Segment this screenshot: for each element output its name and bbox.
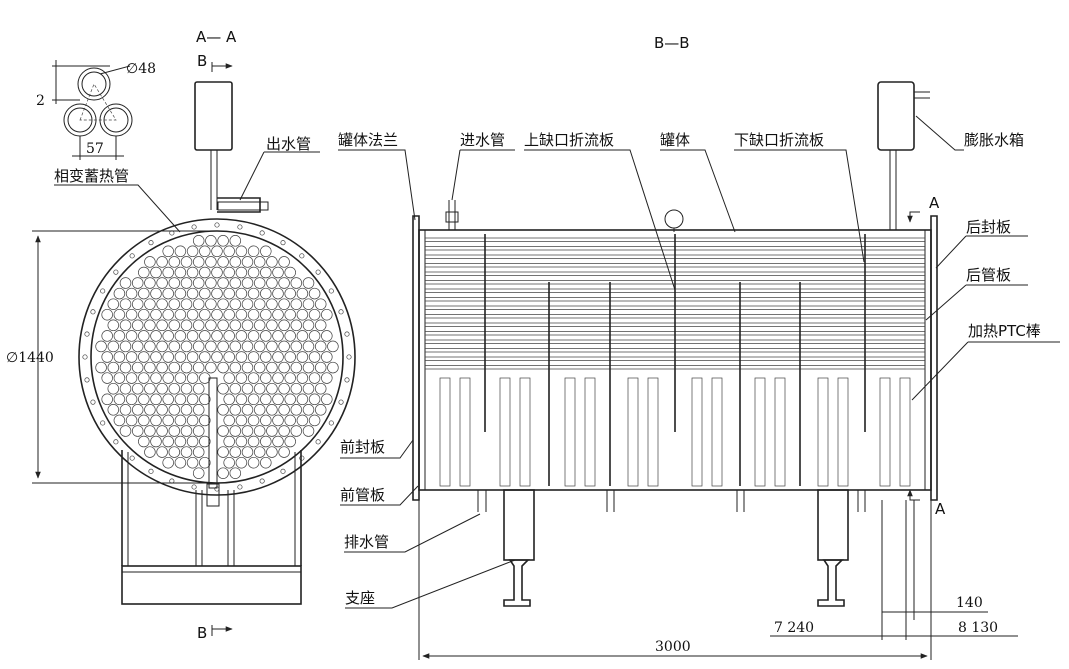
label-rear-cover: 后封板	[966, 218, 1011, 236]
label-outlet-pipe: 出水管	[266, 135, 311, 153]
dim-gap: 2	[36, 93, 45, 109]
dim-140: 140	[956, 595, 983, 611]
leader-support	[345, 559, 516, 609]
section-mark-a-top: A	[929, 194, 940, 212]
leader-rear-tube-plate	[925, 284, 1028, 321]
leader-ptc-rod	[911, 341, 1060, 401]
bb-small-dim-lines	[770, 611, 1018, 637]
bb-pressure-gauge	[664, 209, 684, 229]
leader-tank-flange	[338, 149, 416, 221]
bb-riser	[889, 150, 897, 230]
bb-inlet-pipe	[445, 200, 459, 230]
section-mark-a-bottom: A	[935, 500, 946, 518]
aa-flange-ring	[78, 218, 356, 496]
dim-tank-diameter: ∅1440	[6, 350, 54, 366]
leader-outlet-pipe	[239, 151, 320, 201]
dim-7-240: 7 240	[774, 620, 814, 636]
section-view-bb: B—B A A	[338, 34, 1060, 660]
label-rear-tube-plate: 后管板	[966, 266, 1011, 284]
aa-tube-bundle	[95, 235, 339, 479]
leader-tank-body	[660, 149, 736, 233]
dim-length: 3000	[655, 639, 691, 655]
label-phase-change-tubes: 相变蓄热管	[54, 167, 129, 185]
label-tank-flange: 罐体法兰	[338, 131, 398, 149]
leader-upper-baffle	[524, 149, 676, 291]
bb-rear-cover	[930, 215, 938, 501]
bb-len-ext-lines	[418, 500, 932, 660]
section-view-aa: A— A B B ∅48 2 57 相变蓄热管 出水管	[6, 28, 356, 642]
section-arrow-a-bottom	[907, 489, 920, 501]
view-title-aa: A— A	[196, 28, 237, 46]
bb-supports	[503, 489, 849, 607]
leader-front-tube-plate	[340, 485, 419, 506]
label-upper-baffle: 上缺口折流板	[524, 131, 614, 149]
leader-phase-change-tubes	[54, 184, 181, 233]
label-support: 支座	[345, 589, 375, 607]
aa-dia-ext-lines	[32, 230, 217, 484]
leader-drain-pipe	[344, 513, 481, 553]
section-arrow-a-top	[907, 211, 920, 223]
dim-pitch: 57	[86, 141, 104, 157]
label-lower-baffle: 下缺口折流板	[734, 131, 824, 149]
label-drain-pipe: 排水管	[344, 533, 389, 551]
section-mark-b-top: B	[197, 52, 207, 70]
leader-expansion-tank	[915, 115, 964, 151]
leader-front-cover	[340, 439, 414, 459]
aa-drain	[206, 483, 220, 507]
bb-front-cover	[412, 215, 420, 501]
aa-support-frame	[121, 450, 302, 605]
tube-detail: ∅48 2 57	[36, 60, 156, 160]
label-expansion-tank: 膨胀水箱	[964, 131, 1024, 149]
label-tank-body: 罐体	[660, 131, 690, 149]
label-front-cover: 前封板	[340, 438, 385, 456]
dim-tube-diameter: ∅48	[126, 61, 156, 77]
section-mark-b-bottom: B	[197, 624, 207, 642]
aa-riser-pipe	[210, 150, 218, 210]
view-title-bb: B—B	[654, 34, 690, 52]
bb-expansion-tank	[877, 81, 915, 151]
label-front-tube-plate: 前管板	[340, 486, 385, 504]
bb-small-ext-lines	[881, 500, 915, 640]
leader-rear-cover	[935, 235, 1028, 269]
bb-drain-pipes	[477, 490, 866, 512]
leader-inlet-pipe	[451, 149, 515, 201]
dim-8-130: 8 130	[958, 620, 998, 636]
aa-baffle-slot	[208, 377, 218, 489]
leader-lower-baffle	[734, 149, 865, 263]
section-arrow-b-top	[211, 62, 232, 72]
bb-ptc-rods	[439, 377, 911, 487]
aa-outlet-pipe	[217, 197, 261, 213]
bb-baffles	[484, 234, 866, 486]
aa-expansion-tank	[194, 81, 233, 151]
section-arrow-b-bottom	[211, 625, 232, 636]
label-ptc-rod: 加热PTC棒	[968, 322, 1041, 340]
label-inlet-pipe: 进水管	[460, 131, 505, 149]
